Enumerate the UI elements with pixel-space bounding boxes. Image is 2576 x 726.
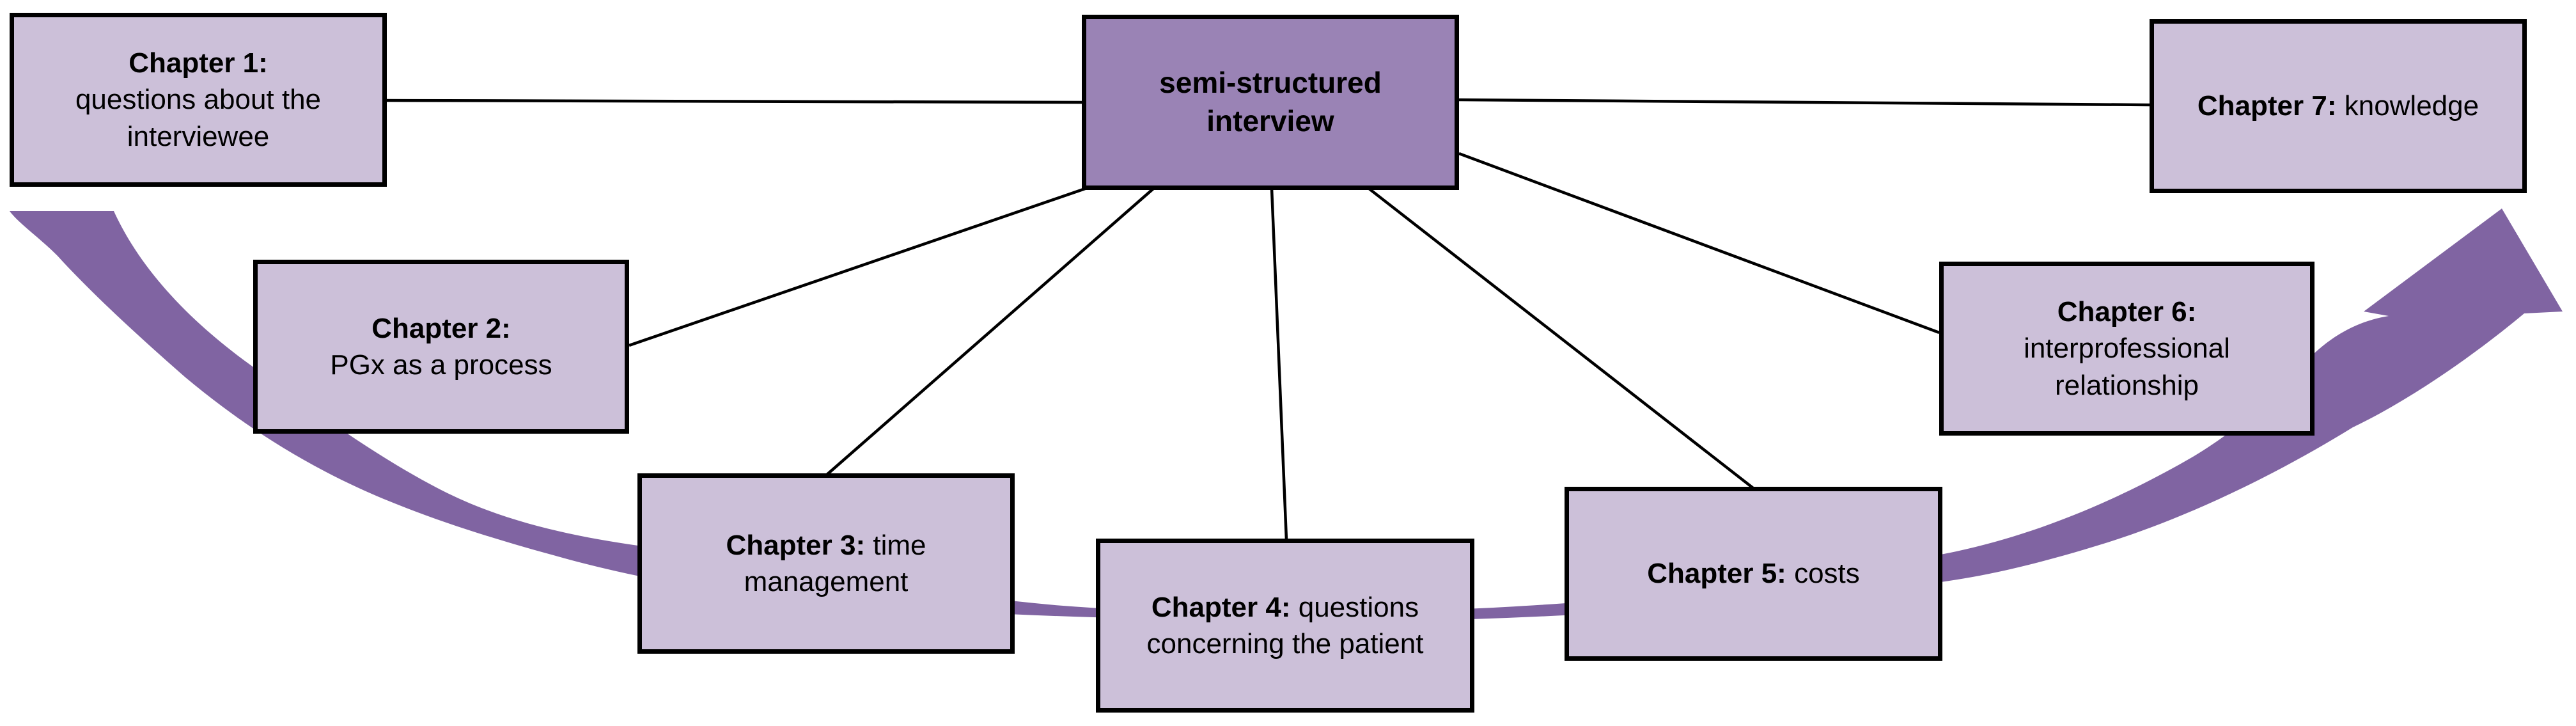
chapter-title: Chapter 7: — [2197, 90, 2337, 122]
center-node-semi-structured-interview: semi-structured interview — [1082, 15, 1459, 190]
chapter-title: Chapter 2: — [371, 312, 511, 344]
chapter-label: Chapter 6: interprofessional relationship — [1950, 294, 2304, 404]
connector-line-chapter-4 — [1270, 187, 1288, 541]
chapter-text: questions concerning the patient — [1146, 591, 1424, 659]
chapter-text: PGx as a process — [330, 349, 552, 381]
chapter-text: knowledge — [2344, 90, 2479, 122]
chapter-title: Chapter 6: — [2057, 296, 2197, 328]
chapter-label: Chapter 4:questions concerning the patie… — [1107, 589, 1464, 662]
chapter-text: questions about the interviewee — [75, 84, 322, 152]
chapter-label: Chapter 3:time management — [648, 527, 1004, 600]
chapter-7-node: Chapter 7:knowledge — [2150, 19, 2527, 193]
chapter-title: Chapter 1: — [129, 47, 268, 79]
chapter-text: interprofessional relationship — [2024, 333, 2230, 401]
chapter-label: Chapter 1: questions about the interviewe… — [20, 45, 376, 155]
chapter-title: Chapter 4: — [1151, 591, 1291, 623]
connector-line-chapter-6 — [1458, 152, 1940, 335]
connector-line-chapter-2 — [628, 186, 1088, 347]
connector-line-chapter-1 — [386, 99, 1082, 104]
chapter-1-node: Chapter 1: questions about the interviewe… — [10, 13, 387, 187]
connector-line-chapter-7 — [1458, 98, 2150, 107]
chapter-label: Chapter 7:knowledge — [2160, 88, 2516, 124]
chapter-label: Chapter 2: PGx as a process — [264, 310, 618, 383]
connector-line-chapter-3 — [824, 187, 1155, 477]
chapter-text: costs — [1794, 558, 1860, 590]
chapter-label: Chapter 5:costs — [1575, 555, 1932, 592]
chapter-2-node: Chapter 2: PGx as a process — [253, 260, 629, 434]
connector-line-chapter-5 — [1367, 187, 1754, 489]
chapter-3-node: Chapter 3:time management — [637, 473, 1015, 654]
chapter-title: Chapter 5: — [1647, 558, 1786, 590]
chapter-title: Chapter 3: — [726, 529, 866, 561]
center-label: semi-structured interview — [1159, 66, 1382, 138]
chapter-6-node: Chapter 6: interprofessional relationship — [1939, 262, 2314, 436]
chapter-5-node: Chapter 5:costs — [1565, 487, 1942, 661]
chapter-4-node: Chapter 4:questions concerning the patie… — [1096, 539, 1474, 713]
chapter-text: time management — [744, 529, 926, 597]
